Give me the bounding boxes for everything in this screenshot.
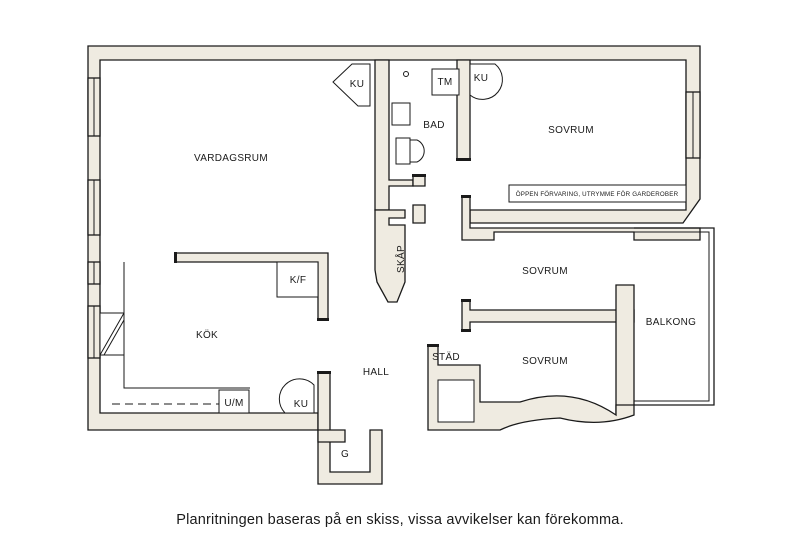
stad-closet xyxy=(437,379,475,423)
label-ku-living: KU xyxy=(350,79,365,90)
kf-box xyxy=(276,261,319,298)
bath-wall-left xyxy=(374,59,414,211)
ku-bedroom-box xyxy=(469,63,503,100)
bottom-wall-right xyxy=(427,344,635,431)
balcony-wall xyxy=(615,284,635,417)
bedroom-divider-2 xyxy=(461,299,635,331)
label-stad: STÄD xyxy=(432,351,460,363)
toilet xyxy=(409,139,425,163)
label-hall: HALL xyxy=(363,367,389,378)
label-tm: TM xyxy=(437,77,452,88)
tm-box xyxy=(431,68,460,96)
label-storage-note: ÖPPEN FÖRVARING, UTRYMME FÖR GARDEROBER xyxy=(516,191,679,198)
label-sovrum-2: SOVRUM xyxy=(522,266,568,277)
label-ku-kitchen: KU xyxy=(294,399,309,410)
label-skap: SKÅP xyxy=(394,245,407,273)
label-sovrum-3: SOVRUM xyxy=(522,356,568,367)
label-balkong: BALKONG xyxy=(646,317,696,328)
disclaimer-caption: Planritningen baseras på en skiss, vissa… xyxy=(176,512,624,528)
storage-note-box xyxy=(508,184,687,203)
label-um: U/M xyxy=(224,398,243,409)
label-vardagsrum: VARDAGSRUM xyxy=(194,153,268,164)
ku-living-box xyxy=(332,63,371,107)
garderob-wall xyxy=(317,371,383,485)
label-kok: KÖK xyxy=(196,329,218,341)
hall-post xyxy=(317,429,346,443)
label-sovrum-1: SOVRUM xyxy=(548,125,594,136)
corridor-post xyxy=(412,204,426,224)
kitchen-counter xyxy=(123,262,250,389)
label-garderob: G xyxy=(341,449,349,460)
label-kf: K/F xyxy=(290,275,306,286)
um-box xyxy=(218,389,250,414)
bedroom-divider-1 xyxy=(461,195,701,241)
ku-kitchen-box xyxy=(278,378,315,414)
label-bad: BAD xyxy=(423,120,444,131)
sink xyxy=(391,102,411,126)
balcony-railing xyxy=(634,227,715,406)
label-ku-bedroom: KU xyxy=(474,73,489,84)
closet-wall xyxy=(374,209,406,303)
